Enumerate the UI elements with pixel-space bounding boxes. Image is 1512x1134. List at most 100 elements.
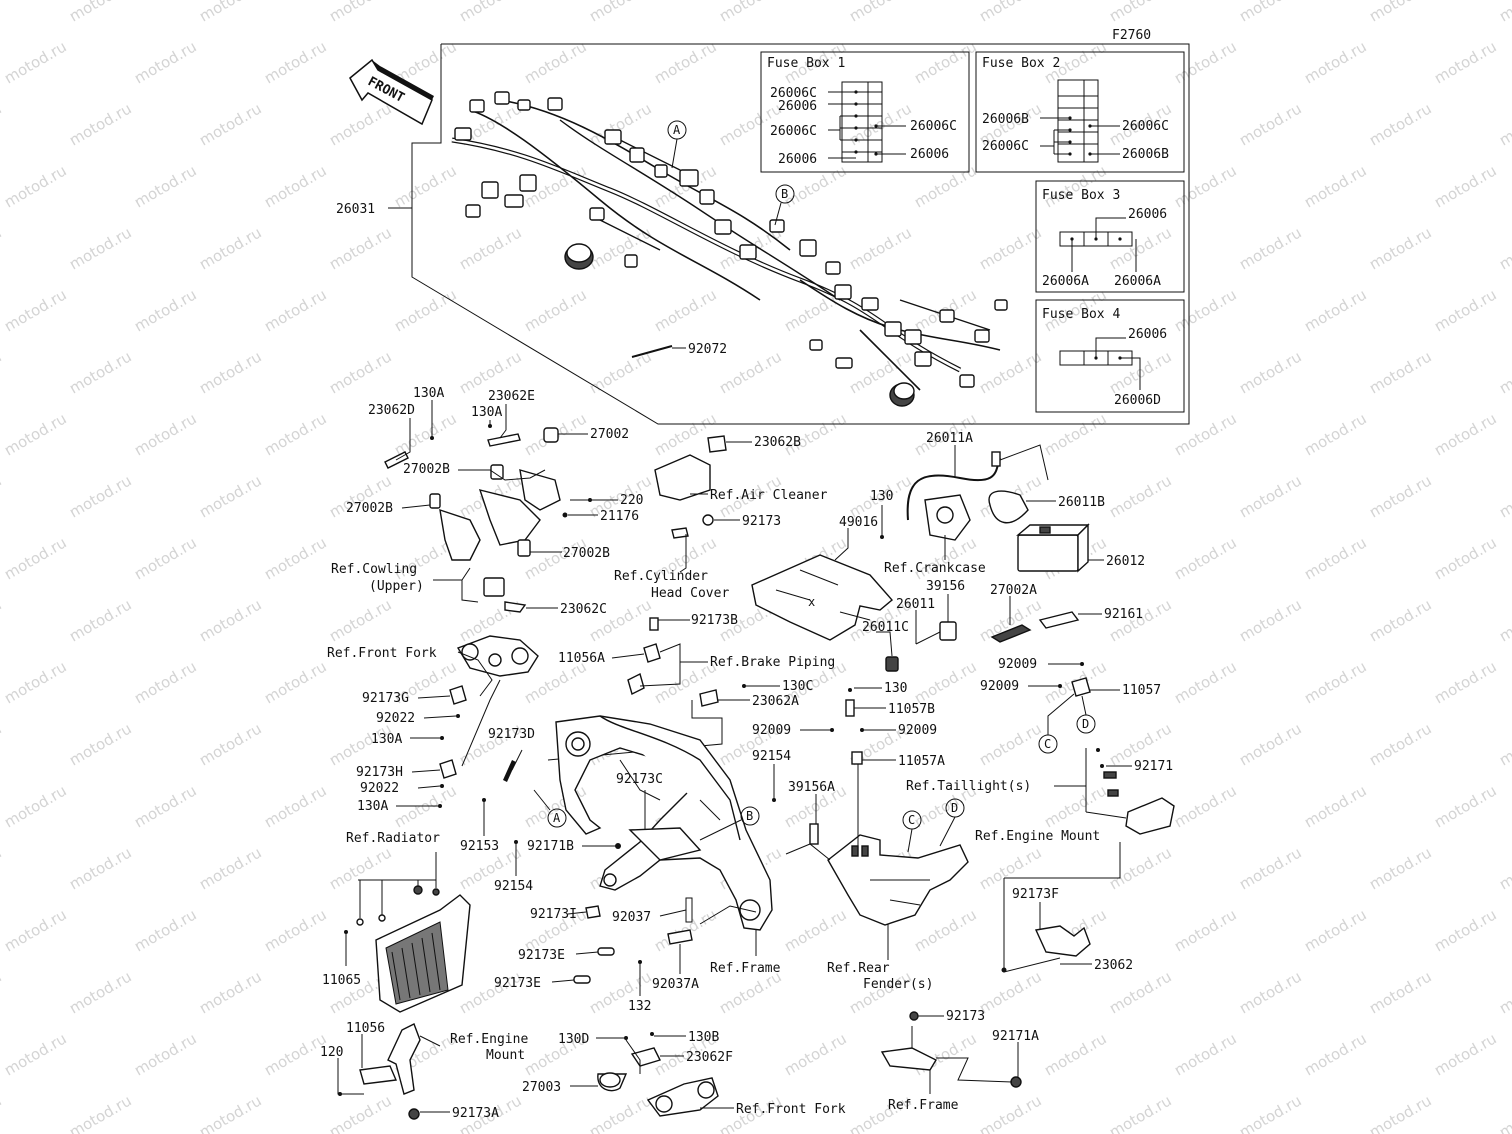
watermark-text: motod.ru: [131, 37, 200, 87]
watermark-text: motod.ru: [1301, 285, 1370, 335]
label-92173C: 92173C: [616, 772, 663, 787]
watermark-text: motod.ru: [1106, 843, 1175, 893]
fb2-right-0: 26006C: [1122, 119, 1169, 134]
svg-text:C: C: [1044, 737, 1051, 751]
watermark-text: motod.ru: [66, 99, 135, 149]
taillight-bracket: [1096, 748, 1175, 835]
watermark-text: motod.ru: [1041, 409, 1110, 459]
callout-d-right: D: [1076, 695, 1096, 734]
ref-frame-1: Ref.Frame: [710, 961, 781, 976]
label-92173-2: 92173: [946, 1009, 985, 1024]
watermark-text: motod.ru: [0, 471, 5, 521]
fb4-bottom: 26006D: [1114, 393, 1161, 408]
fuse-box-4: Fuse Box 4 26006 26006D: [1035, 299, 1185, 413]
watermark-text: motod.ru: [131, 657, 200, 707]
label-92173G: 92173G: [362, 691, 409, 706]
label-23062A: 23062A: [752, 694, 799, 709]
label-27002B-3: 27002B: [563, 546, 610, 561]
watermark-text: motod.ru: [1171, 1029, 1240, 1079]
main-wiring-harness: [451, 91, 1008, 407]
label-27002: 27002: [590, 427, 629, 442]
lower-frame-bracket: [880, 1011, 1022, 1088]
watermark-text: motod.ru: [326, 223, 395, 273]
label-39156A: 39156A: [788, 780, 835, 795]
watermark-text: motod.ru: [1236, 0, 1305, 25]
watermark-text: motod.ru: [781, 1029, 850, 1079]
fb3-bottom-1: 26006A: [1114, 274, 1161, 289]
watermark-text: motod.ru: [66, 719, 135, 769]
watermark-text: motod.ru: [1106, 967, 1175, 1017]
watermark-text: motod.ru: [1301, 657, 1370, 707]
lower-fork-clamp: [597, 1032, 719, 1117]
watermark-text: motod.ru: [1, 409, 70, 459]
fb3-top: 26006: [1128, 207, 1167, 222]
watermark-text: motod.ru: [1236, 99, 1305, 149]
relay-39156: [885, 621, 957, 672]
svg-text:x: x: [808, 595, 815, 609]
watermark-text: motod.ru: [1171, 37, 1240, 87]
watermark-text: motod.ru: [66, 347, 135, 397]
watermark-text: motod.ru: [976, 843, 1045, 893]
label-120: 120: [320, 1045, 343, 1060]
fb4-top: 26006: [1128, 327, 1167, 342]
label-92173E-2: 92173E: [494, 976, 541, 991]
label-130A-2: 130A: [471, 405, 502, 420]
ref-cylinder-head-1: Ref.Cylinder: [614, 569, 708, 584]
callout-b-frame: B: [699, 806, 760, 841]
watermark-text: motod.ru: [1366, 347, 1435, 397]
watermark-text: motod.ru: [196, 595, 265, 645]
label-220: 220: [620, 493, 643, 508]
connector-27002A: [990, 611, 1080, 643]
watermark-text: motod.ru: [196, 0, 265, 25]
ref-frame-2: Ref.Frame: [888, 1098, 959, 1113]
callout-c-fender: C: [902, 810, 922, 853]
label-11056A: 11056A: [558, 651, 605, 666]
watermark-text: motod.ru: [1236, 223, 1305, 273]
watermark-text: motod.ru: [1171, 905, 1240, 955]
fb2-left-0: 26006B: [982, 112, 1029, 127]
watermark-text: motod.ru: [0, 99, 5, 149]
label-23062: 23062: [1094, 958, 1133, 973]
label-132: 132: [628, 999, 651, 1014]
label-92173D: 92173D: [488, 727, 535, 742]
harness-frame: [411, 43, 1190, 425]
watermark-text: motod.ru: [1366, 99, 1435, 149]
watermark-text: motod.ru: [1366, 0, 1435, 25]
fb1-right-0: 26006C: [910, 119, 957, 134]
watermark-text: motod.ru: [1301, 1029, 1370, 1079]
air-cleaner-bracket: [654, 435, 727, 501]
label-92173: 92173: [742, 514, 781, 529]
label-26011A: 26011A: [926, 431, 973, 446]
watermark-text: motod.ru: [976, 223, 1045, 273]
label-92009-2: 92009: [980, 679, 1019, 694]
watermark-text: motod.ru: [781, 905, 850, 955]
watermark-text: motod.ru: [976, 719, 1045, 769]
callout-a-top: A: [667, 120, 687, 169]
label-11056: 11056: [346, 1021, 385, 1036]
ref-cowling-1: Ref.Cowling: [331, 562, 417, 577]
watermark-text: motod.ru: [1496, 843, 1512, 893]
ref-air-cleaner: Ref.Air Cleaner: [710, 488, 828, 503]
watermark-text: motod.ru: [1106, 223, 1175, 273]
watermark-text: motod.ru: [66, 1091, 135, 1134]
watermark-text: motod.ru: [1301, 905, 1370, 955]
label-130-1: 130: [870, 489, 893, 504]
watermark-text: motod.ru: [1, 161, 70, 211]
watermark-text: motod.ru: [1236, 967, 1305, 1017]
watermark-text: motod.ru: [1496, 347, 1512, 397]
watermark-text: motod.ru: [0, 719, 5, 769]
ref-engine-mount-2b: Mount: [486, 1048, 525, 1063]
watermark-text: motod.ru: [976, 967, 1045, 1017]
ref-rear-fender-1: Ref.Rear: [827, 961, 890, 976]
watermark-text: motod.ru: [1, 1029, 70, 1079]
label-92153: 92153: [460, 839, 499, 854]
watermark-text: motod.ru: [1236, 719, 1305, 769]
watermark-text: motod.ru: [391, 285, 460, 335]
label-92161: 92161: [1104, 607, 1143, 622]
watermark-text: motod.ru: [1496, 1091, 1512, 1134]
watermark-text: motod.ru: [1171, 657, 1240, 707]
watermark-text: motod.ru: [1236, 595, 1305, 645]
watermark-text: motod.ru: [1, 285, 70, 335]
fuse-box-3-title: Fuse Box 3: [1042, 188, 1120, 203]
radiator: [344, 885, 471, 1013]
